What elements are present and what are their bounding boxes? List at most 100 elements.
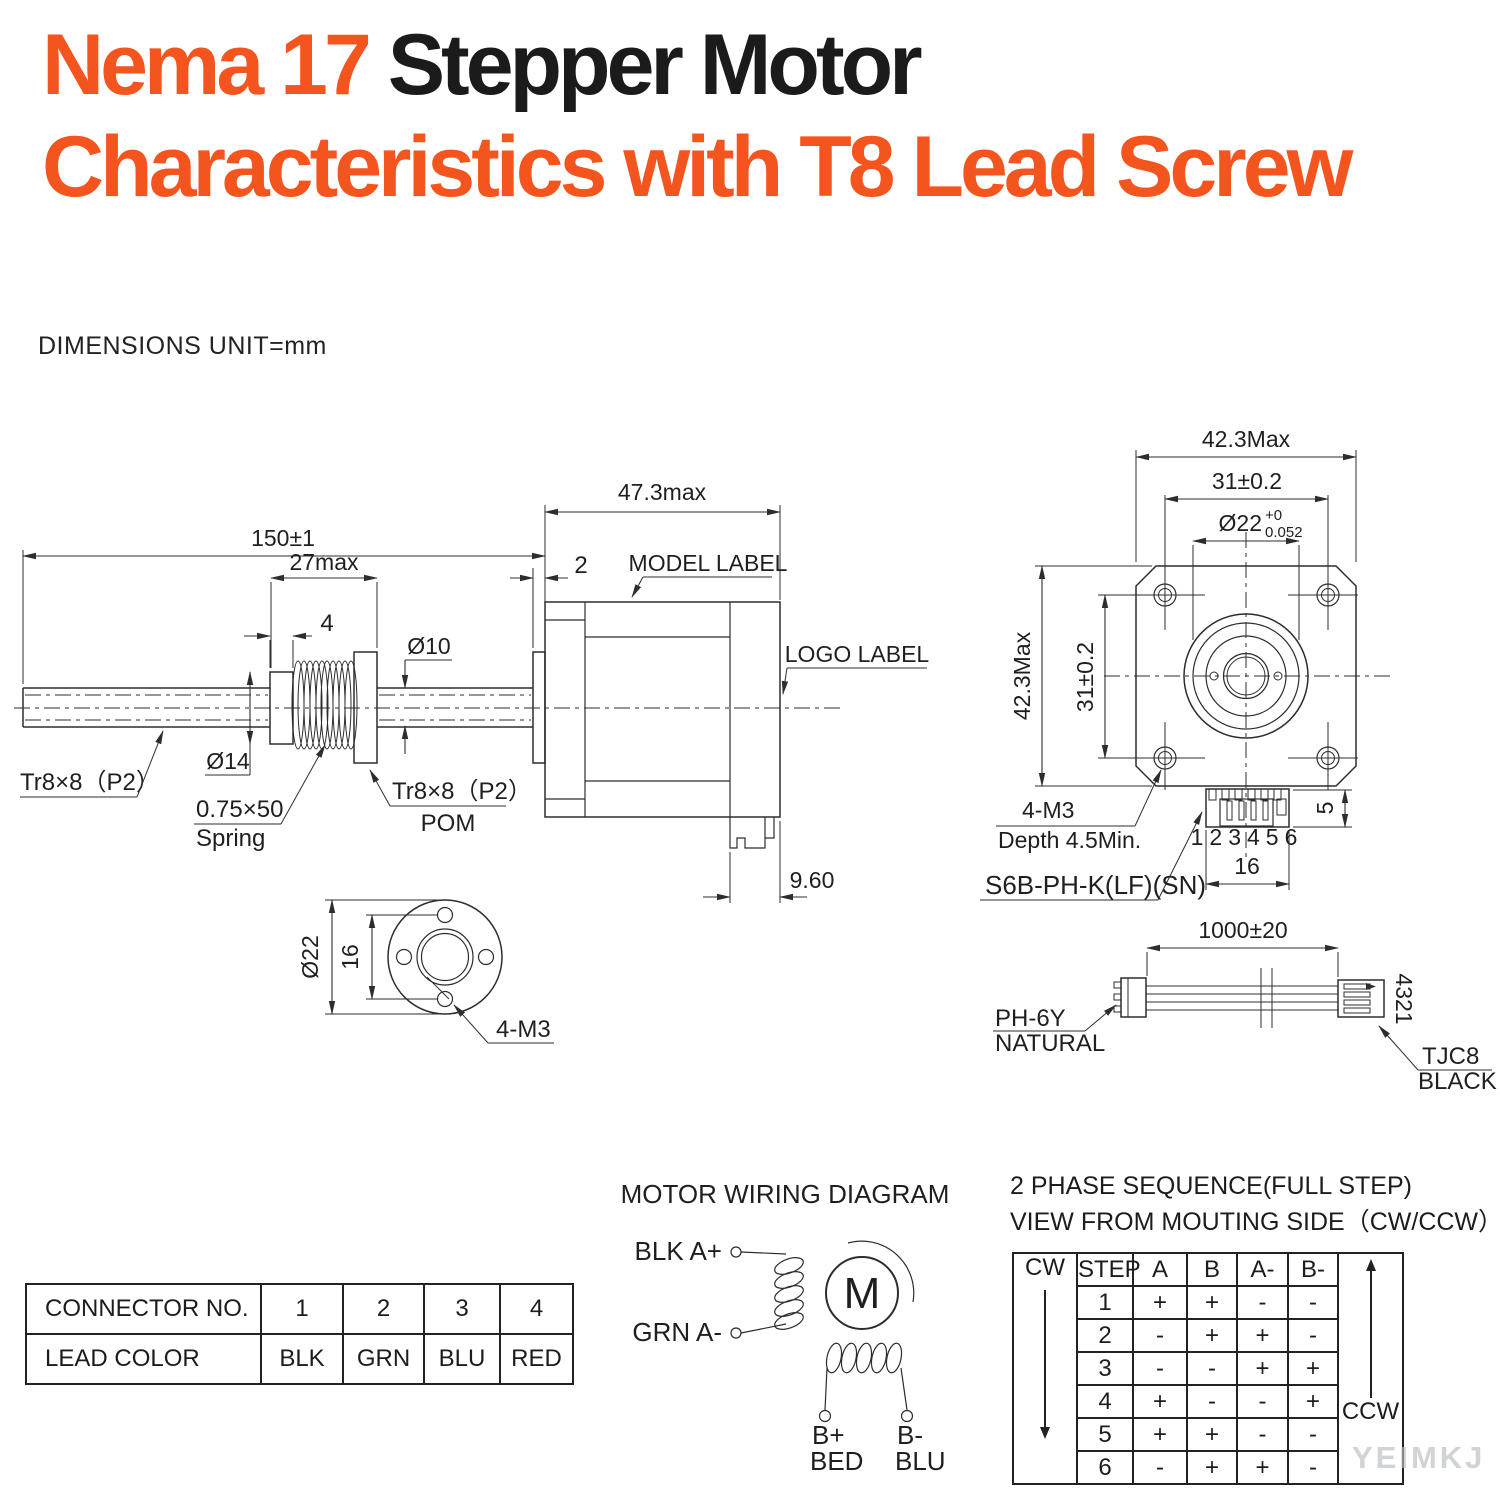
- table-row: CW STEP A B A- B- CCW: [1012, 1252, 1404, 1485]
- table-row: 6 - + + -: [1013, 1450, 1403, 1485]
- header-b: B: [1186, 1252, 1238, 1287]
- phase-cell: -: [1236, 1417, 1289, 1452]
- cable-view: 4321 1000±20 PH-6Y NATURAL TJC8 BLACK: [993, 917, 1497, 1095]
- pin1-indicator-arrow: [1366, 983, 1376, 990]
- ccw-arrow-icon: [1365, 1259, 1376, 1398]
- label-mount-holes: 4-M3: [1022, 797, 1074, 823]
- cw-direction-cell: CW: [1012, 1252, 1078, 1485]
- dim-face-width: 42.3Max: [1202, 426, 1291, 452]
- dim-nut-travel: 27max: [289, 549, 359, 575]
- dim-connector-width-side: 9.60: [790, 867, 835, 893]
- phase-cell: +: [1186, 1285, 1238, 1320]
- dim-hole-pitch-horizontal: 31±0.2: [1212, 468, 1282, 494]
- connector-no-2: 2: [342, 1283, 425, 1335]
- terminal-a-plus: BLK A+: [635, 1236, 722, 1266]
- phase-cell: -: [1186, 1384, 1238, 1419]
- spring-coils: [291, 660, 358, 750]
- phase-cell: +: [1236, 1318, 1289, 1353]
- phase-sequence-table: CW STEP A B A- B- CCW 1 + + - - 2: [1012, 1252, 1404, 1485]
- dim-flange-outer-diameter: Ø22: [297, 935, 323, 978]
- flange-detail-view: Ø22 16 4-M3: [297, 899, 554, 1044]
- phase-cell: -: [1287, 1285, 1339, 1320]
- lead-color-1: BLK: [260, 1333, 344, 1385]
- terminal-b-minus: B-: [897, 1420, 923, 1450]
- connector-no-3: 3: [423, 1283, 501, 1335]
- title-product: Stepper Motor: [367, 17, 923, 113]
- phase-cell: +: [1132, 1285, 1188, 1320]
- step-cell: 1: [1076, 1285, 1134, 1320]
- connector-no-1: 1: [260, 1283, 344, 1335]
- terminal-b-plus: B+: [812, 1420, 845, 1450]
- pin-numbers-front: 123456: [1191, 824, 1304, 850]
- table-row: 3 - - + +: [1013, 1351, 1403, 1386]
- table-row: 4 + - - +: [1013, 1384, 1403, 1419]
- step-cell: 3: [1076, 1351, 1134, 1386]
- phase-cell: -: [1287, 1417, 1339, 1452]
- phase-cell: -: [1132, 1351, 1188, 1386]
- watermark: YEIMKJ: [1352, 1440, 1486, 1475]
- phase-cell: +: [1186, 1318, 1238, 1353]
- table-row: 1 + + - -: [1013, 1285, 1403, 1320]
- dim-connector-width-front: 16: [1234, 853, 1260, 879]
- lead-color-2: GRN: [342, 1333, 425, 1385]
- connector-no-4: 4: [499, 1283, 574, 1335]
- terminal-b-minus-color: BLU: [895, 1446, 946, 1476]
- dim-motor-length: 47.3max: [618, 479, 707, 505]
- step-cell: 4: [1076, 1384, 1134, 1419]
- title-line-2: Characteristics with T8 Lead Screw: [42, 119, 1353, 215]
- phase-cell: -: [1186, 1351, 1238, 1386]
- terminal-a-minus: GRN A-: [632, 1317, 722, 1347]
- dim-flange-hole-pitch: 16: [337, 944, 363, 970]
- phase-cell: -: [1132, 1318, 1188, 1353]
- phase-cell: +: [1236, 1450, 1289, 1485]
- step-cell: 2: [1076, 1318, 1134, 1353]
- header-step: STEP: [1076, 1252, 1141, 1287]
- header-a: A: [1132, 1252, 1188, 1287]
- cw-label: CW: [1025, 1254, 1065, 1281]
- terminal-b-plus-color: BED: [810, 1446, 863, 1476]
- label-logo: LOGO LABEL: [785, 641, 930, 667]
- lead-color-3: BLU: [423, 1333, 501, 1385]
- label-spring-size: 0.75×50: [196, 796, 283, 823]
- dim-screw-diameter: Ø10: [407, 633, 450, 659]
- phase-cell: +: [1236, 1351, 1289, 1386]
- pilot-circles: [1183, 613, 1309, 739]
- label-flange-holes: 4-M3: [496, 1016, 551, 1043]
- title-line-1: Nema 17 Stepper Motor: [42, 14, 1349, 116]
- motor-symbol: M: [844, 1269, 881, 1318]
- label-lead-screw: Tr8×8（P2）: [20, 769, 160, 796]
- phase-cell: +: [1132, 1384, 1188, 1419]
- cw-arrow-icon: [1040, 1290, 1050, 1439]
- phase-cell: +: [1186, 1417, 1238, 1452]
- phase-cell: -: [1236, 1384, 1289, 1419]
- ccw-direction-cell: CCW: [1337, 1252, 1404, 1485]
- cable-pin-numbers: 4321: [1391, 973, 1417, 1024]
- label-connector-part: S6B-PH-K(LF)(SN): [985, 870, 1206, 900]
- step-cell: 5: [1076, 1417, 1134, 1452]
- dim-overall-length: 150±1: [251, 525, 315, 551]
- step-cell: 6: [1076, 1450, 1134, 1485]
- label-right-connector-color: BLACK: [1418, 1068, 1497, 1095]
- motor-wiring-diagram: MOTOR WIRING DIAGRAM BLK A+ GRN A- M: [621, 1179, 950, 1476]
- dim-collar-diameter: Ø14: [206, 748, 250, 774]
- dim-face-height: 42.3Max: [1009, 631, 1035, 720]
- dimensions-unit-note: DIMENSIONS UNIT=mm: [38, 332, 327, 360]
- label-left-connector-color: NATURAL: [995, 1030, 1105, 1057]
- header-b-minus: B-: [1287, 1252, 1339, 1287]
- front-view-motor-face: 42.3Max 31±0.2 Ø22 +0 0.052 42.3Max 31±0…: [980, 426, 1390, 901]
- lead-color-label: LEAD COLOR: [25, 1333, 262, 1385]
- label-left-connector-type: PH-6Y: [995, 1005, 1066, 1032]
- phase-cell: -: [1287, 1450, 1339, 1485]
- label-nut-material: POM: [421, 810, 476, 837]
- table-row: LEAD COLOR BLK GRN BLU RED: [25, 1333, 574, 1385]
- label-nut-type: Tr8×8（P2）: [392, 778, 532, 805]
- table-row: CONNECTOR NO. 1 2 3 4: [25, 1283, 574, 1335]
- header-a-minus: A-: [1236, 1252, 1289, 1287]
- phase-a-coil: [774, 1257, 804, 1330]
- dim-pilot-diameter: Ø22: [1219, 510, 1262, 536]
- phase-cell: +: [1132, 1417, 1188, 1452]
- phase-b-coil: [825, 1342, 903, 1374]
- lead-color-4: RED: [499, 1333, 574, 1385]
